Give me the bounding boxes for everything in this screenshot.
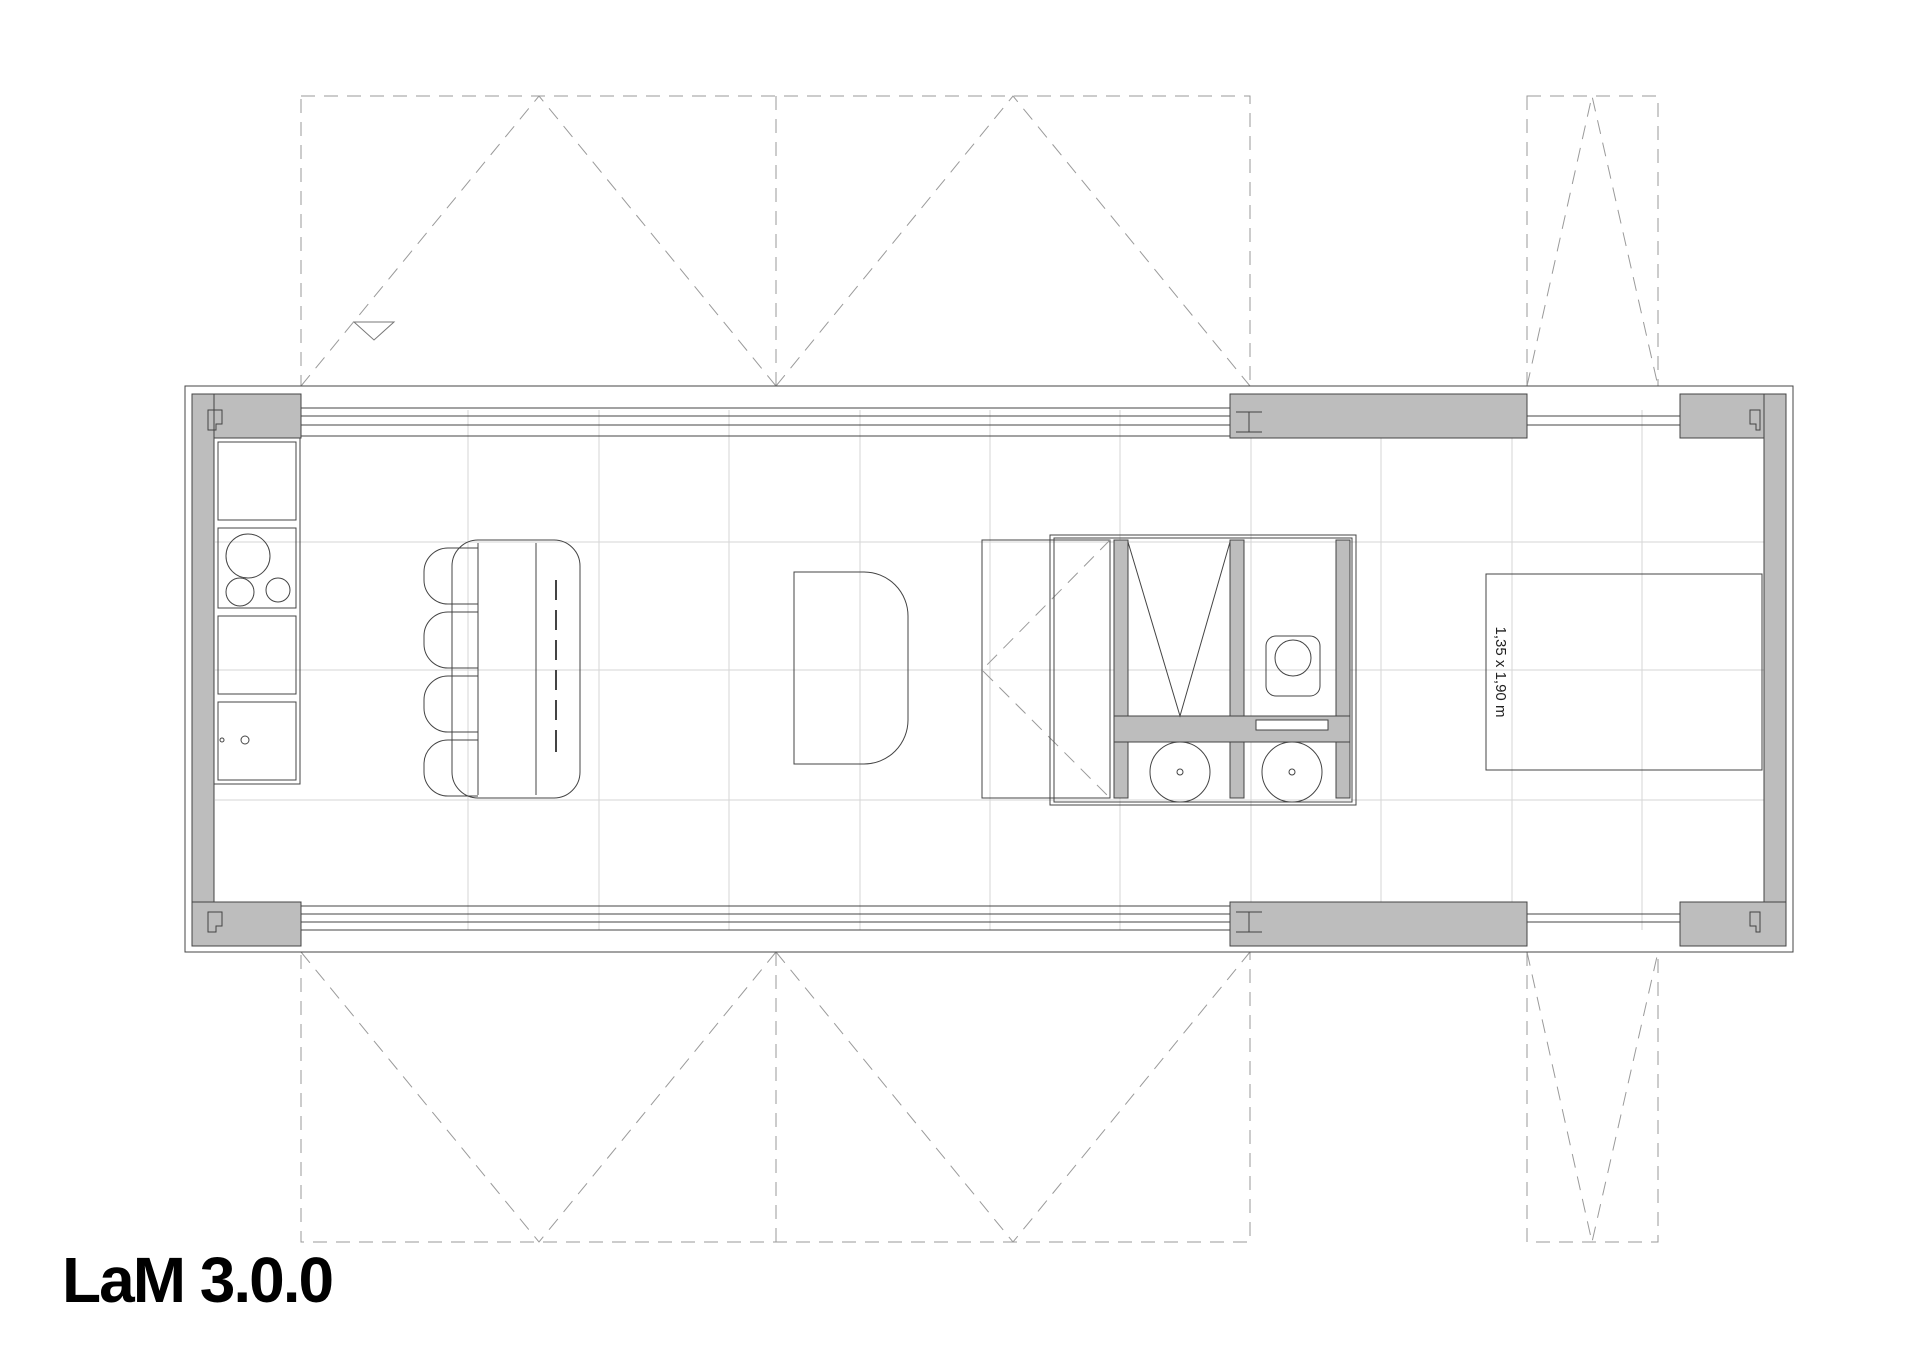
- glazing: [301, 407, 1680, 931]
- dining-table: [793, 571, 909, 765]
- outer-outline: [184, 385, 1794, 953]
- column-profiles: [207, 409, 1761, 933]
- deck-panels-top: [300, 95, 1659, 387]
- deck-panels-bottom: [300, 951, 1659, 1243]
- interior-grid: [215, 410, 1765, 930]
- bathroom-module: [981, 534, 1357, 806]
- bed-dimension-label: 1,35 x 1,90 m: [1492, 627, 1509, 718]
- kitchen-counter: [213, 437, 301, 785]
- walls: [191, 393, 1787, 947]
- product-title: LaM 3.0.0: [62, 1244, 334, 1316]
- bed: 1,35 x 1,90 m: [1485, 573, 1763, 771]
- sofa: [423, 539, 581, 799]
